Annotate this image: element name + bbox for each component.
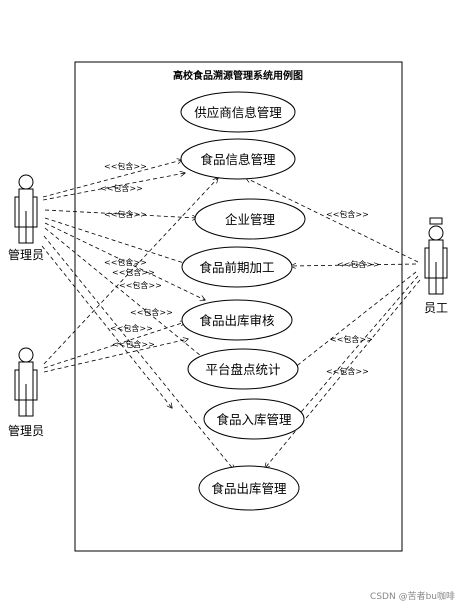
relation-labels: <<包含>> <<包含>> <<包含>> <<包含>> <<包含>> <<包含>…: [100, 161, 380, 376]
actor-admin2-icon[interactable]: [14, 347, 38, 417]
rel-admin1-inventory: [44, 227, 212, 365]
actor-staff-icon[interactable]: [424, 217, 448, 295]
rel-admin1-pre-process: [44, 217, 190, 265]
usecase-outbound-review[interactable]: [181, 299, 293, 341]
rel-label: <<包含>>: [337, 259, 380, 269]
rel-staff-food-info: [246, 178, 419, 263]
use-case-labels: 供应商信息管理 食品信息管理 企业管理 食品前期加工 食品出库审核 平台盘点统计…: [194, 105, 292, 496]
usecase-label: 食品出库管理: [211, 481, 287, 496]
relations: [41, 160, 421, 470]
rel-admin1-enterprise: [44, 209, 197, 218]
rel-label: <<包含>>: [119, 280, 162, 290]
rel-label: <<包含>>: [104, 209, 147, 219]
usecase-enterprise[interactable]: [194, 198, 306, 240]
rel-admin1-food-info: [42, 160, 182, 198]
usecase-inventory[interactable]: [187, 348, 299, 390]
usecase-label: 食品前期加工: [199, 260, 274, 275]
rel-admin2-inventory: [43, 339, 188, 373]
rel-label: <<包含>>: [330, 334, 373, 344]
system-boundary: [74, 61, 403, 552]
usecase-label: 食品出库审核: [199, 313, 275, 328]
rel-admin1-outbound: [43, 235, 234, 470]
watermark: CSDN @苦者bu咖啡: [370, 590, 455, 602]
rel-label: <<包含>>: [110, 323, 153, 333]
rel-admin1-outbound-review: [44, 222, 205, 300]
system-title: 高校食品溯源管理系统用例图: [173, 69, 303, 82]
use-cases: [180, 91, 306, 511]
rel-label: <<包含>>: [112, 339, 155, 349]
rel-label: <<包含>>: [130, 307, 173, 317]
rel-label: <<包含>>: [100, 183, 143, 193]
rel-label: <<包含>>: [104, 257, 147, 267]
usecase-label: 食品信息管理: [200, 152, 276, 167]
actor-admin2-label: 管理员: [8, 423, 44, 438]
usecase-label: 平台盘点统计: [205, 362, 280, 377]
rel-admin2-outbound-review: [43, 322, 185, 369]
usecase-inbound[interactable]: [203, 398, 305, 440]
rel-staff-inventory: [289, 271, 417, 372]
rel-staff-outbound: [265, 279, 421, 468]
usecase-supplier[interactable]: [180, 91, 296, 133]
actor-admin1-icon[interactable]: [14, 174, 38, 244]
rel-admin2-food-info: [43, 178, 218, 365]
rel-label: <<包含>>: [112, 267, 155, 277]
usecase-label: 供应商信息管理: [194, 105, 282, 120]
actor-staff-label: 员工: [424, 301, 448, 315]
rel-label: <<包含>>: [326, 209, 369, 219]
rel-label: <<包含>>: [326, 366, 369, 376]
rel-admin1-food-info-2: [42, 173, 185, 201]
usecase-outbound[interactable]: [198, 465, 300, 511]
usecase-label: 食品入库管理: [216, 412, 292, 427]
usecase-pre-process[interactable]: [181, 246, 293, 288]
usecase-label: 企业管理: [225, 212, 276, 227]
rel-staff-inbound: [296, 275, 419, 418]
rel-label: <<包含>>: [104, 161, 147, 171]
usecase-food-info[interactable]: [180, 138, 296, 180]
actor-admin1-label: 管理员: [8, 247, 44, 262]
